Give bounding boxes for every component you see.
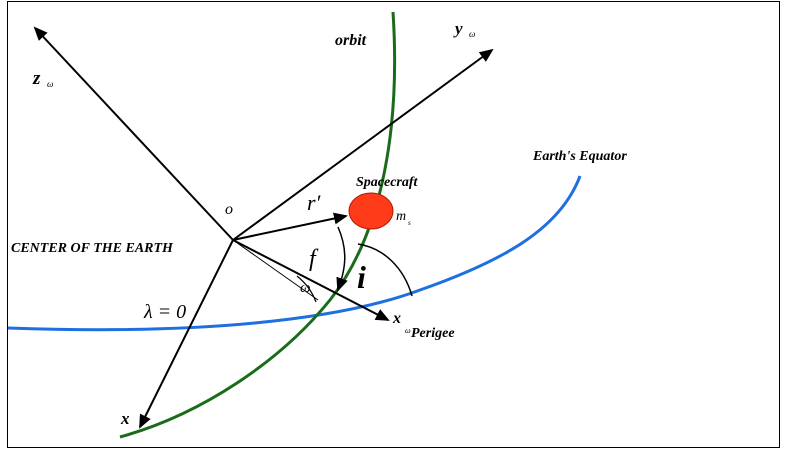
x-axis bbox=[139, 239, 234, 429]
arg-perigee-label: ω bbox=[300, 280, 311, 296]
y-omega-subscript: ω bbox=[469, 29, 475, 39]
inclination-arc bbox=[357, 243, 413, 297]
x-omega-label: x bbox=[392, 310, 401, 327]
lambda-zero-label: λ = 0 bbox=[143, 301, 186, 323]
center-of-earth-label: CENTER OF THE EARTH bbox=[11, 241, 174, 256]
spacecraft-label: Spacecraft bbox=[356, 175, 419, 190]
y-omega-label: y bbox=[453, 19, 463, 38]
orbit-label: orbit bbox=[335, 32, 367, 49]
true-anomaly-arc bbox=[336, 226, 348, 292]
spacecraft-marker bbox=[348, 192, 394, 230]
x-label: x bbox=[120, 409, 130, 428]
arg-perigee-arc bbox=[296, 275, 317, 303]
equator-curve bbox=[7, 175, 582, 332]
inclination-label: i bbox=[357, 259, 366, 295]
perigee-label: Perigee bbox=[411, 326, 455, 341]
equator-label: Earth's Equator bbox=[532, 149, 627, 164]
z-omega-axis bbox=[33, 26, 234, 241]
radius-vector bbox=[232, 212, 348, 241]
z-omega-label: z bbox=[32, 68, 41, 89]
mass-label: m bbox=[396, 209, 406, 224]
x-omega-subscript: ω bbox=[405, 326, 411, 335]
radius-vector-label: r′ bbox=[307, 190, 322, 215]
origin-label: o bbox=[225, 201, 233, 218]
x-omega-axis bbox=[232, 239, 390, 321]
true-anomaly-label: f bbox=[309, 246, 319, 272]
z-omega-subscript: ω bbox=[47, 79, 53, 89]
orbit-curve bbox=[119, 11, 397, 439]
y-omega-axis bbox=[232, 48, 494, 241]
mass-subscript: s bbox=[408, 219, 411, 227]
node-line bbox=[232, 239, 319, 301]
